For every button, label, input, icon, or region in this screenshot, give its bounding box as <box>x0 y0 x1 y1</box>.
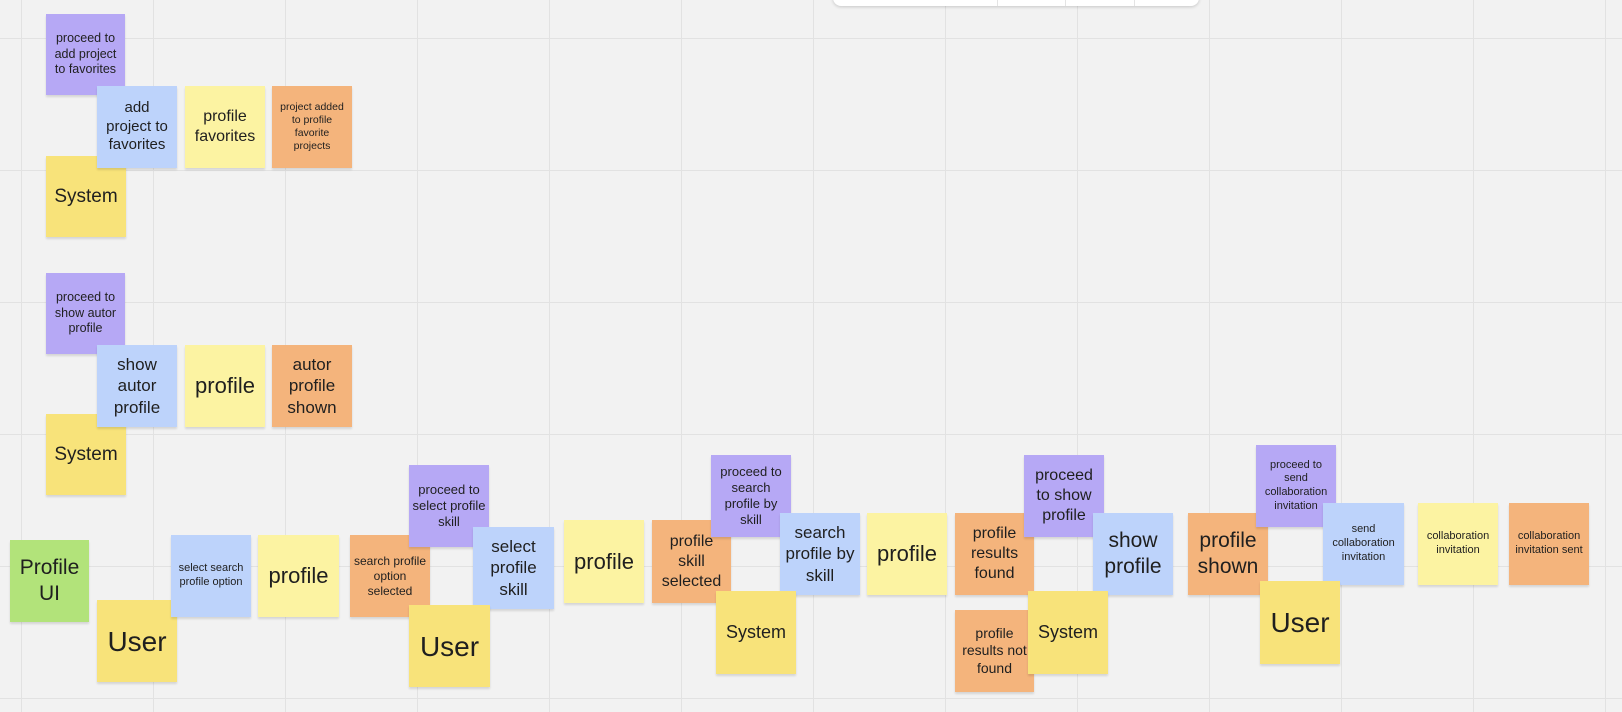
sticky-note-event[interactable]: collaboration invitation sent <box>1509 503 1589 585</box>
note-text: proceed to search profile by skill <box>720 463 782 528</box>
top-toolbar[interactable] <box>833 0 1199 6</box>
sticky-note-event[interactable]: profile shown <box>1188 513 1268 595</box>
note-text: System <box>1037 622 1098 643</box>
note-text: profile <box>877 541 937 567</box>
sticky-note-command[interactable]: proceed to show autor profile <box>46 273 125 354</box>
note-text: collaboration invitation sent <box>1515 530 1583 556</box>
note-text: User <box>419 630 480 662</box>
note-text: add project to favorites <box>106 98 168 154</box>
note-text: proceed to send collaboration invitation <box>1264 458 1328 512</box>
toolbar-segment[interactable] <box>1135 0 1199 6</box>
sticky-note-read-model[interactable]: profile favorites <box>185 86 265 168</box>
note-text: search profile by skill <box>785 523 855 585</box>
note-text: profile <box>268 563 329 589</box>
sticky-note-actor[interactable]: System <box>716 591 796 674</box>
sticky-note-action[interactable]: select profile skill <box>473 527 554 609</box>
sticky-note-action[interactable]: show profile <box>1093 513 1173 595</box>
sticky-note-event[interactable]: profile results not found <box>955 610 1034 692</box>
sticky-note-ui[interactable]: Profile UI <box>10 540 89 622</box>
note-text: search profile option selected <box>353 553 427 598</box>
toolbar-segment[interactable] <box>833 0 998 6</box>
note-text: proceed to show autor profile <box>54 290 117 336</box>
note-text: select profile skill <box>490 537 537 599</box>
note-text: autor profile shown <box>287 355 337 417</box>
sticky-note-command[interactable]: proceed to search profile by skill <box>711 455 791 537</box>
sticky-note-actor[interactable]: User <box>97 600 177 682</box>
sticky-note-action[interactable]: send collaboration invitation <box>1323 503 1404 585</box>
note-text: System <box>54 185 118 207</box>
sticky-note-read-model[interactable]: profile <box>258 535 339 617</box>
note-text: profile results not found <box>962 624 1027 676</box>
sticky-note-event[interactable]: autor profile shown <box>272 345 352 427</box>
sticky-note-event[interactable]: search profile option selected <box>350 535 430 617</box>
note-text: proceed to add project to favorites <box>54 31 117 77</box>
note-text: show profile <box>1104 528 1162 578</box>
sticky-note-read-model[interactable]: profile <box>867 513 947 595</box>
sticky-note-read-model[interactable]: profile <box>564 520 644 603</box>
sticky-note-read-model[interactable]: collaboration invitation <box>1418 503 1498 585</box>
note-text: profile favorites <box>194 108 256 145</box>
note-text: project added to profile favorite projec… <box>280 100 344 153</box>
note-text: select search profile option <box>178 562 244 588</box>
note-text: proceed to show profile <box>1035 467 1093 524</box>
note-text: profile results found <box>970 525 1019 582</box>
note-text: System <box>54 443 118 465</box>
sticky-note-event[interactable]: project added to profile favorite projec… <box>272 86 352 168</box>
note-text: User <box>107 625 167 657</box>
sticky-note-command[interactable]: proceed to show profile <box>1024 455 1104 537</box>
sticky-note-read-model[interactable]: profile <box>185 345 265 427</box>
note-text: proceed to select profile skill <box>412 481 486 530</box>
note-text: System <box>725 622 786 643</box>
note-text: send collaboration invitation <box>1332 523 1395 563</box>
sticky-note-action[interactable]: show autor profile <box>97 345 177 427</box>
note-text: profile shown <box>1197 528 1259 578</box>
note-text: Profile UI <box>19 555 80 605</box>
sticky-note-command[interactable]: proceed to send collaboration invitation <box>1256 445 1336 527</box>
note-text: profile <box>195 373 255 399</box>
toolbar-segment[interactable] <box>1066 0 1135 6</box>
note-text: collaboration invitation <box>1426 530 1490 556</box>
sticky-note-event[interactable]: profile results found <box>955 513 1034 595</box>
note-text: show autor profile <box>113 355 161 417</box>
sticky-note-command[interactable]: proceed to add project to favorites <box>46 14 125 95</box>
sticky-note-actor[interactable]: System <box>46 414 126 495</box>
note-text: User <box>1270 607 1330 638</box>
toolbar-segment[interactable] <box>998 0 1067 6</box>
note-text: profile skill selected <box>661 532 722 590</box>
sticky-note-actor[interactable]: System <box>46 156 126 237</box>
sticky-note-actor[interactable]: User <box>409 605 490 687</box>
sticky-note-action[interactable]: select search profile option <box>171 535 251 617</box>
note-text: profile <box>574 548 634 574</box>
sticky-note-actor[interactable]: System <box>1028 591 1108 674</box>
sticky-note-action[interactable]: add project to favorites <box>97 86 177 168</box>
sticky-note-actor[interactable]: User <box>1260 581 1340 664</box>
sticky-note-action[interactable]: search profile by skill <box>780 513 860 595</box>
